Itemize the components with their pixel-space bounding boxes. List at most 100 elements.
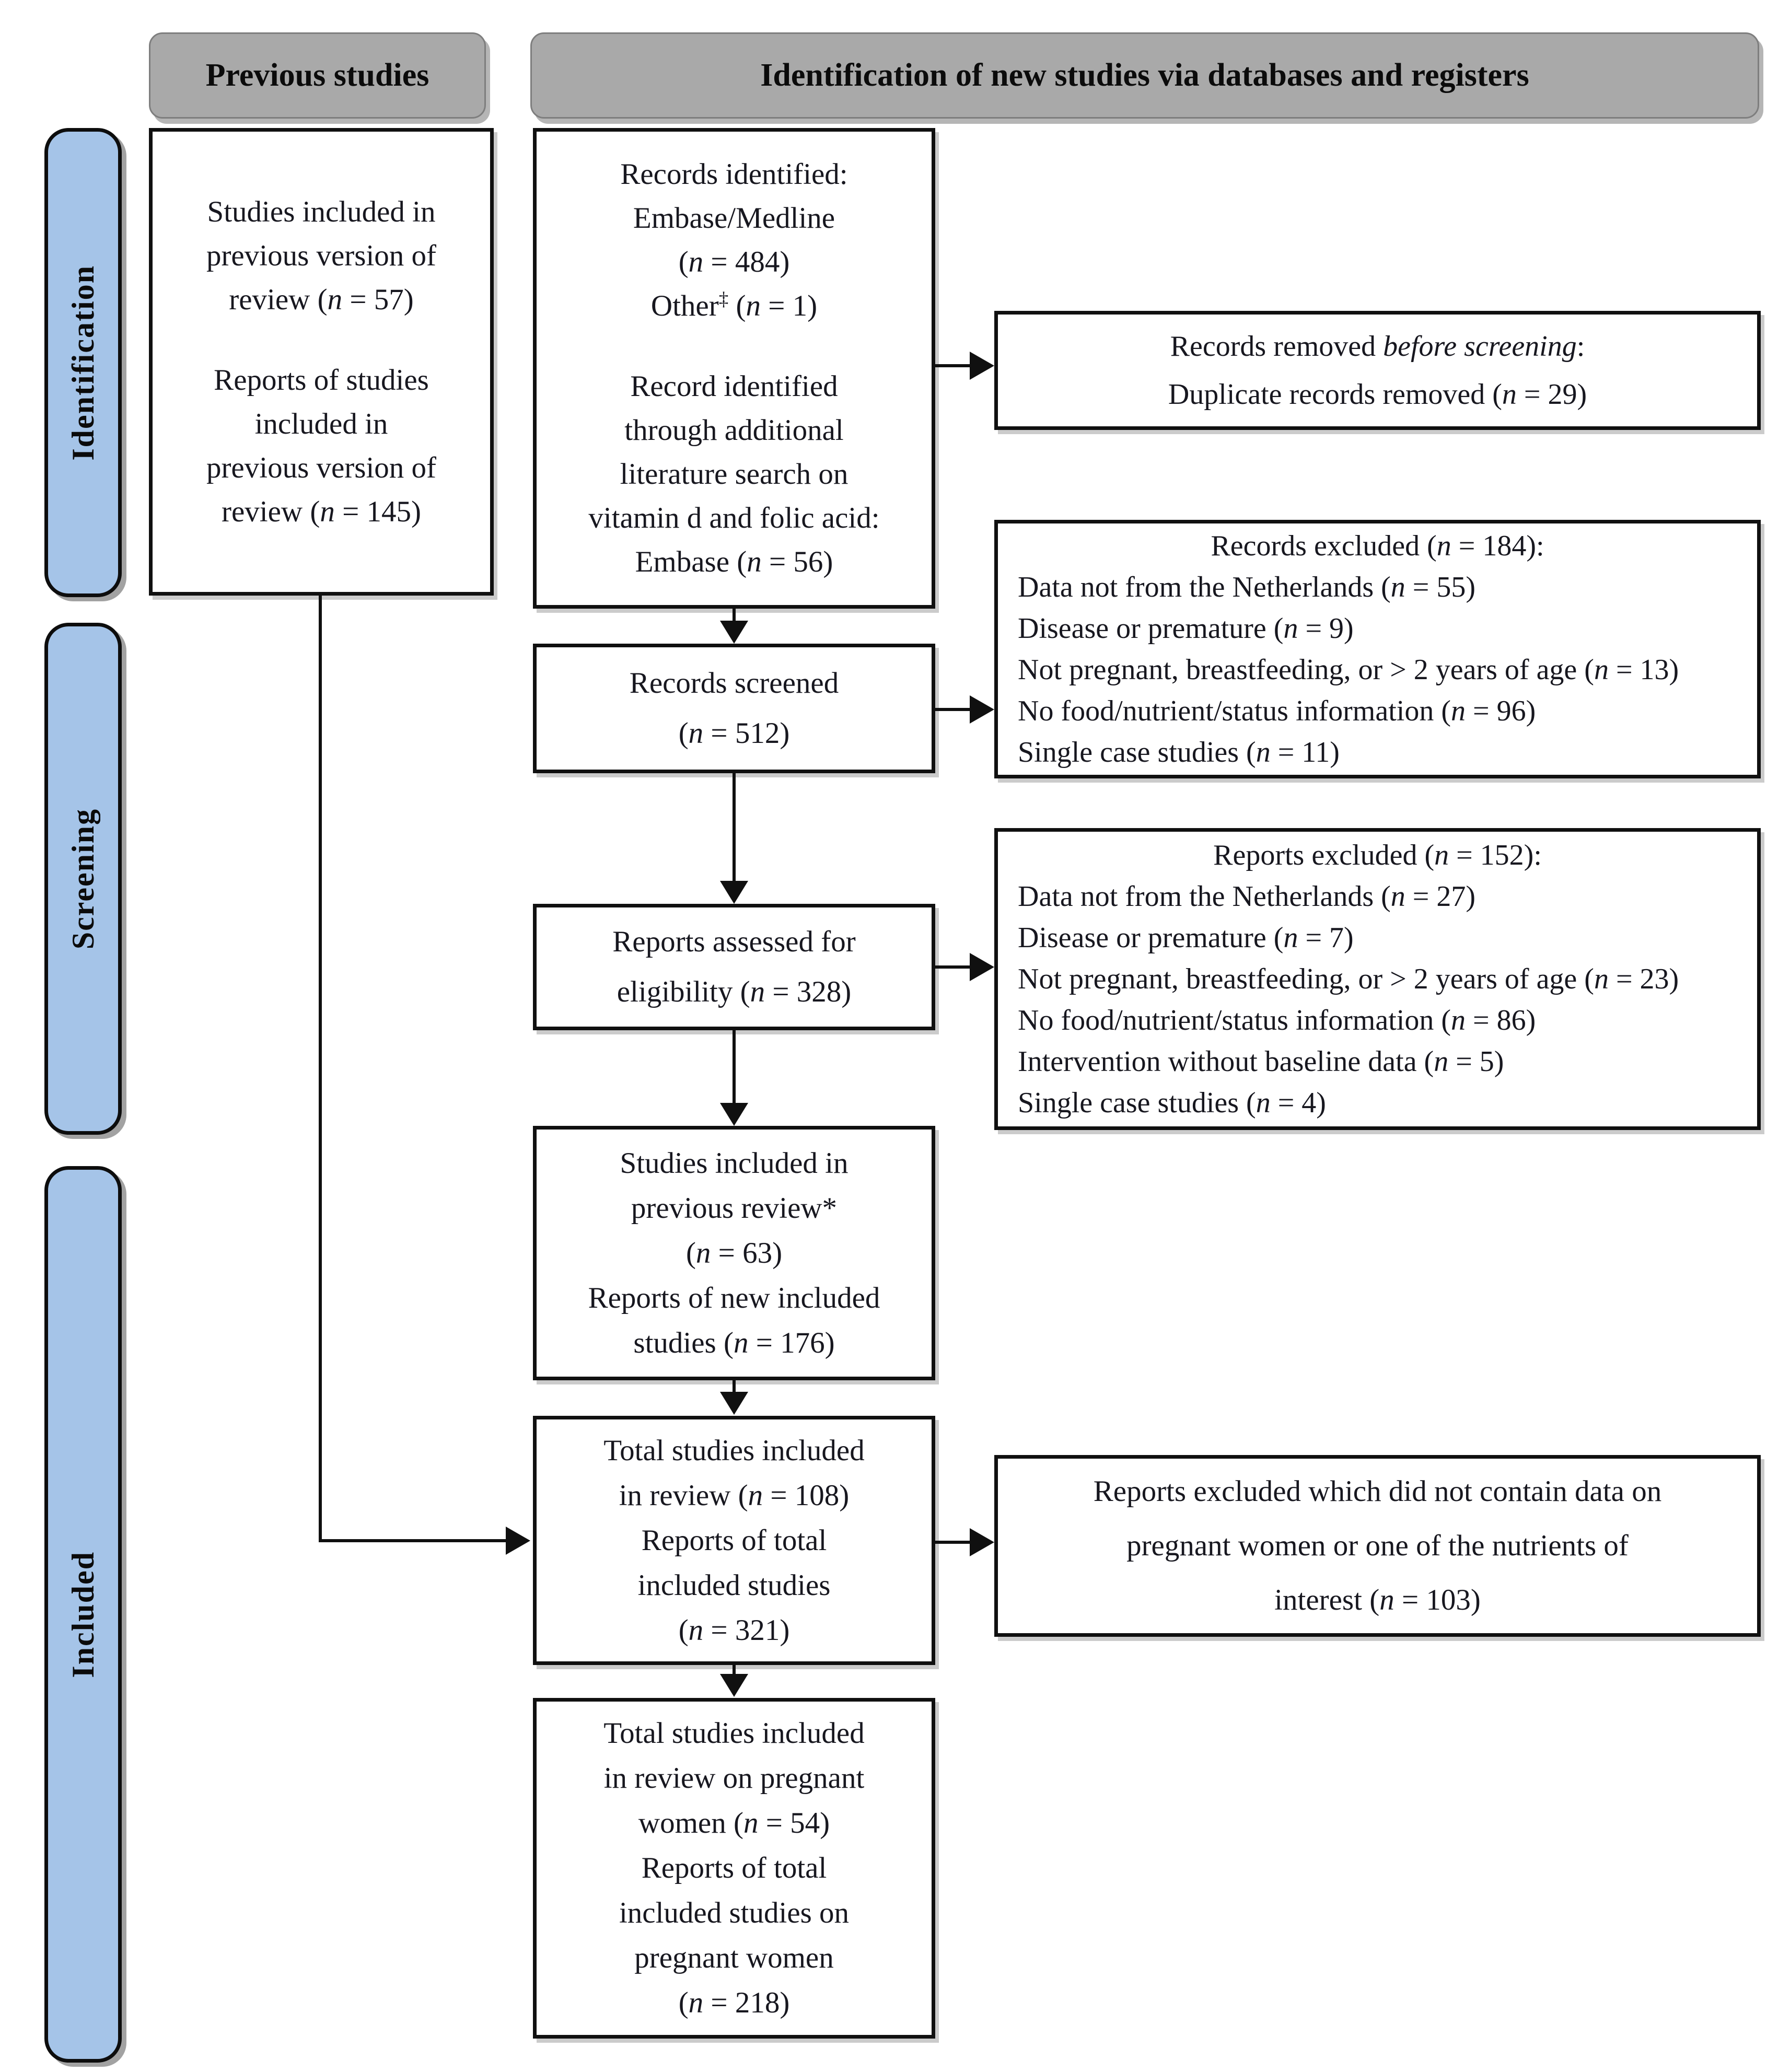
records-removed-box: Records removed before screening: Duplica… bbox=[994, 311, 1761, 430]
text-line: Records identified: bbox=[620, 158, 848, 191]
reports-assessed-box: Reports assessed for eligibility (n = 328… bbox=[533, 904, 935, 1030]
reports-excluded-pregnant-box: Reports excluded which did not contain d… bbox=[994, 1455, 1761, 1637]
sidebar-included-label: Included bbox=[65, 1551, 100, 1678]
sidebar-screening-label: Screening bbox=[65, 808, 100, 950]
text-line: No food/nutrient/status information (n =… bbox=[1018, 694, 1536, 727]
reports-excluded-box: Reports excluded (n = 152): Data not fro… bbox=[994, 828, 1761, 1130]
text-line: eligibility (n = 328) bbox=[617, 975, 852, 1008]
sidebar-identification: Identification bbox=[44, 128, 122, 597]
text-line: literature search on bbox=[620, 458, 848, 491]
connector-total-to-pregnant-arrowhead bbox=[720, 1674, 748, 1697]
text-line: previous version of bbox=[206, 451, 437, 484]
connector-screened-to-assessed-arrowhead bbox=[720, 881, 748, 904]
text-line: (n = 218) bbox=[678, 1986, 790, 2019]
text-line: pregnant women bbox=[634, 1941, 834, 1974]
text-line: pregnant women or one of the nutrients o… bbox=[1126, 1529, 1629, 1562]
header-previous-studies: Previous studies bbox=[149, 32, 486, 119]
connector-identified-to-removed-line bbox=[934, 364, 971, 367]
text-line: Records removed before screening: bbox=[1170, 330, 1585, 363]
text-line: Studies included in bbox=[207, 195, 436, 228]
connector-screened-to-assessed-line bbox=[733, 772, 736, 883]
connector-assessed-to-included-arrowhead bbox=[720, 1103, 748, 1126]
connector-previous-to-total-arrowhead bbox=[506, 1527, 530, 1555]
text-line: interest (n = 103) bbox=[1274, 1584, 1481, 1616]
text-line: Reports of studies bbox=[214, 363, 429, 397]
connector-total-to-excluded-pregnant-arrowhead bbox=[970, 1528, 994, 1556]
connector-included-to-total-line bbox=[733, 1379, 736, 1395]
text-line: Reports assessed for bbox=[612, 925, 856, 958]
text-line: in review on pregnant bbox=[603, 1762, 865, 1795]
connector-included-to-total-arrowhead bbox=[720, 1392, 748, 1415]
text-line: Record identified bbox=[630, 370, 838, 403]
text-line: No food/nutrient/status information (n =… bbox=[1018, 1004, 1536, 1037]
text-line: Disease or premature (n = 7) bbox=[1018, 921, 1354, 954]
text-line: Records screened bbox=[629, 667, 839, 700]
text-line: included studies on bbox=[619, 1896, 850, 1929]
connector-total-to-excluded-pregnant-line bbox=[934, 1541, 971, 1544]
connector-identified-to-removed-arrowhead bbox=[970, 352, 994, 380]
sidebar-screening: Screening bbox=[44, 623, 122, 1135]
connector-previous-elbow-vertical bbox=[319, 595, 322, 1542]
connector-assessed-to-reports-excluded-line bbox=[934, 965, 971, 969]
text-line: included studies bbox=[637, 1568, 831, 1602]
text-line: Total studies included bbox=[603, 1717, 865, 1750]
text-line: vitamin d and folic acid: bbox=[588, 502, 880, 534]
text-line: review (n = 145) bbox=[222, 495, 421, 528]
previous-studies-box: Studies included in previous version of re… bbox=[149, 128, 494, 596]
text-line: (n = 63) bbox=[685, 1236, 783, 1270]
reports-excluded-items: Data not from the Netherlands (n = 27) Di… bbox=[998, 876, 1757, 1124]
connector-screened-to-excluded-arrowhead bbox=[970, 695, 994, 724]
studies-included-previous-box: Studies included in previous review* (n = … bbox=[533, 1126, 935, 1380]
text-line: Not pregnant, breastfeeding, or > 2 year… bbox=[1018, 962, 1679, 995]
records-excluded-box: Records excluded (n = 184): Data not fro… bbox=[994, 520, 1761, 778]
text-line: studies (n = 176) bbox=[633, 1326, 835, 1359]
records-excluded-title: Records excluded (n = 184): bbox=[1211, 529, 1544, 562]
text-line: Intervention without baseline data (n = … bbox=[1018, 1045, 1504, 1078]
text-line: Reports of total bbox=[641, 1852, 827, 1884]
header-previous-studies-label: Previous studies bbox=[205, 57, 429, 93]
connector-assessed-to-included-line bbox=[733, 1029, 736, 1105]
text-line: Studies included in bbox=[620, 1146, 848, 1180]
text-line: included in bbox=[254, 407, 388, 440]
connector-assessed-to-reports-excluded-arrowhead bbox=[970, 953, 994, 981]
text-line: Data not from the Netherlands (n = 27) bbox=[1018, 880, 1475, 913]
text-line: Reports of new included bbox=[588, 1281, 880, 1314]
text-line: Not pregnant, breastfeeding, or > 2 year… bbox=[1018, 653, 1679, 686]
connector-identified-to-screened-arrowhead bbox=[720, 621, 748, 644]
text-line: Single case studies (n = 4) bbox=[1018, 1086, 1326, 1119]
text-line: (n = 321) bbox=[678, 1613, 790, 1647]
text-line: previous review* bbox=[631, 1191, 838, 1225]
records-identified-box: Records identified: Embase/Medline (n = 48… bbox=[533, 128, 935, 609]
text-line: women (n = 54) bbox=[638, 1807, 830, 1840]
header-new-studies-label: Identification of new studies via databa… bbox=[760, 57, 1529, 93]
text-line: Duplicate records removed (n = 29) bbox=[1168, 378, 1587, 411]
connector-previous-elbow-horizontal bbox=[319, 1539, 507, 1542]
records-screened-box: Records screened (n = 512) bbox=[533, 644, 935, 773]
connector-total-to-pregnant-line bbox=[733, 1664, 736, 1677]
text-line: (n = 512) bbox=[678, 717, 790, 750]
header-new-studies: Identification of new studies via databa… bbox=[530, 32, 1759, 119]
text-line: Reports excluded which did not contain d… bbox=[1093, 1475, 1662, 1508]
total-studies-pregnant-box: Total studies included in review on pregn… bbox=[533, 1698, 935, 2039]
text-line: Embase (n = 56) bbox=[635, 545, 833, 578]
text-line bbox=[537, 328, 932, 365]
text-line: through additional bbox=[624, 414, 844, 447]
text-line: Embase/Medline bbox=[633, 202, 835, 235]
records-excluded-items: Data not from the Netherlands (n = 55) Di… bbox=[998, 567, 1757, 773]
sidebar-included: Included bbox=[44, 1166, 122, 2063]
text-line: Other‡ (n = 1) bbox=[650, 288, 818, 322]
text-line: Disease or premature (n = 9) bbox=[1018, 612, 1354, 645]
text-line: Data not from the Netherlands (n = 55) bbox=[1018, 571, 1475, 603]
text-line: previous version of bbox=[206, 239, 437, 272]
text-line: (n = 484) bbox=[678, 246, 790, 278]
text-line: Total studies included bbox=[603, 1434, 865, 1467]
connector-screened-to-excluded-line bbox=[934, 708, 971, 711]
text-line: review (n = 57) bbox=[229, 283, 414, 316]
text-line bbox=[153, 322, 490, 358]
connector-identified-to-screened-line bbox=[733, 608, 736, 624]
sidebar-identification-label: Identification bbox=[65, 264, 100, 461]
text-line: Single case studies (n = 11) bbox=[1018, 736, 1340, 769]
text-line: Reports of total bbox=[641, 1523, 827, 1557]
